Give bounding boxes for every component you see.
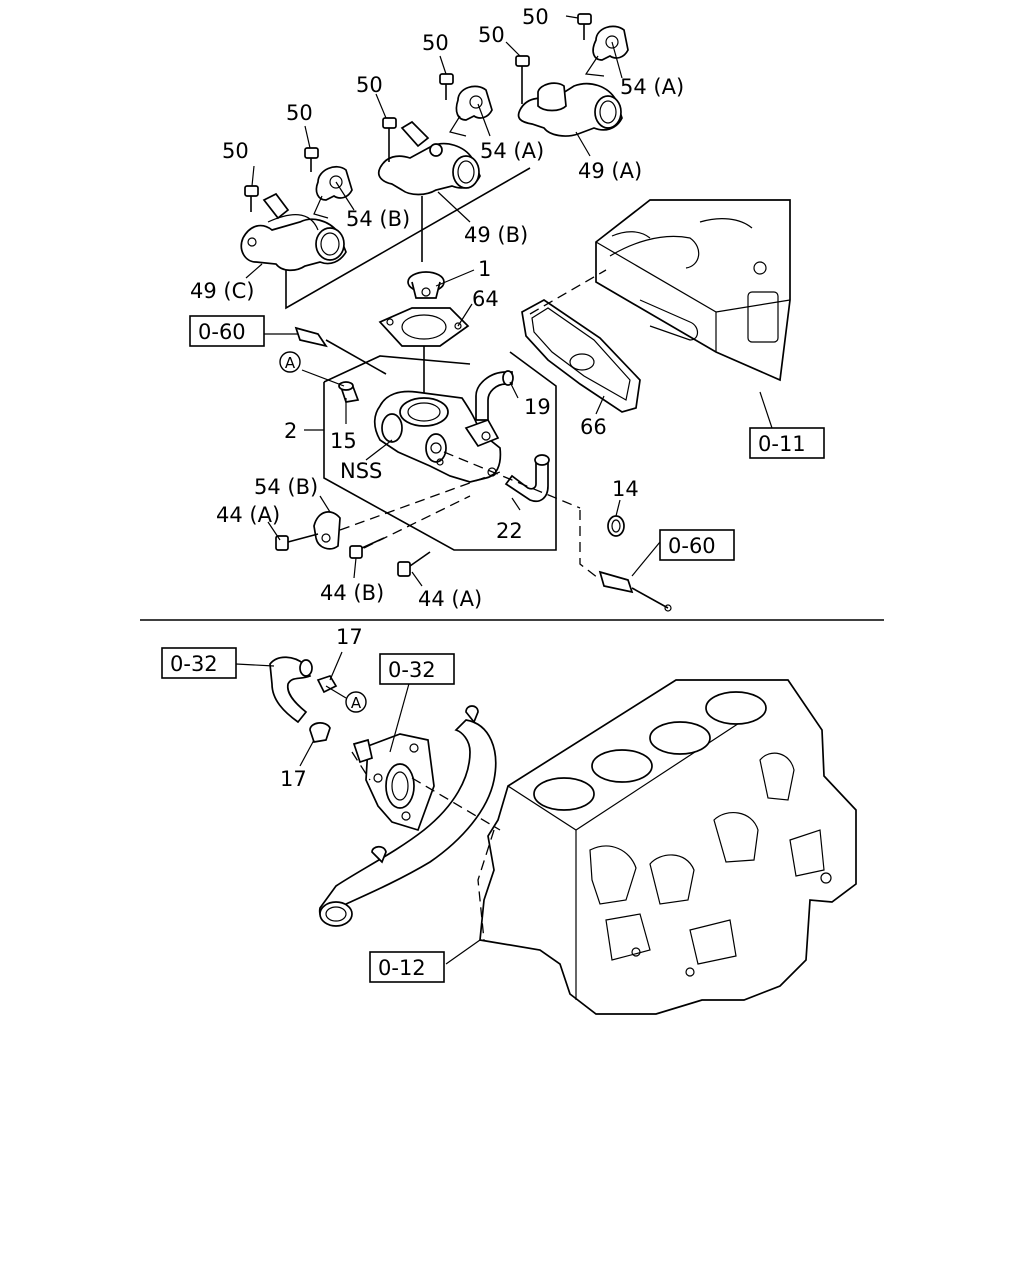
clip-54b-upper (313, 165, 353, 219)
label-54b-1: 54 (B) (346, 207, 410, 231)
clip-54a-left (449, 85, 493, 137)
plug-15 (338, 381, 360, 403)
label-54b-2: 54 (B) (254, 475, 318, 499)
label-66: 66 (580, 415, 607, 439)
water-outlet-49a (517, 82, 623, 137)
label-15: 15 (330, 429, 357, 453)
sensor-upper (294, 326, 387, 375)
housing-frame (323, 351, 557, 551)
water-outlet-49b (377, 120, 481, 196)
svg-text:A: A (351, 694, 362, 712)
water-outlet-49c (240, 192, 347, 272)
gasket-64 (378, 307, 470, 347)
gasket-66 (521, 299, 641, 413)
label-19: 19 (524, 395, 551, 419)
ref-box-0-32-left: 0-32 (161, 647, 237, 679)
label-nss: NSS (340, 459, 382, 483)
circle-marker-a-lower: A (345, 691, 367, 713)
clip-54a-right (584, 25, 629, 77)
ref-box-0-32-right: 0-32 (379, 653, 455, 685)
bolt-44a-left (275, 533, 319, 551)
pipe-22 (504, 454, 550, 503)
label-50-1: 50 (222, 139, 249, 163)
pipe-19 (475, 370, 514, 421)
bolt-44a-right (397, 551, 431, 577)
svg-text:0-32: 0-32 (388, 658, 436, 682)
cylinder-head (595, 199, 791, 382)
label-44a-2: 44 (A) (418, 587, 482, 611)
clip-54b-lower (313, 511, 341, 550)
svg-text:0-32: 0-32 (170, 652, 218, 676)
svg-text:A: A (285, 354, 296, 372)
thermostat-1 (407, 271, 445, 299)
label-1: 1 (478, 257, 491, 281)
bolt-50-a (244, 185, 259, 212)
water-inlet-pipe (318, 705, 497, 927)
svg-text:0-60: 0-60 (668, 534, 716, 558)
label-50-3: 50 (356, 73, 383, 97)
callout-labels: 50 50 50 50 50 50 54 (A) 54 (A) 54 (B) 4… (190, 5, 684, 791)
bolt-50-e (515, 55, 530, 104)
bolt-50-f (577, 13, 592, 40)
ref-box-0-60-upper: 0-60 (189, 315, 265, 347)
sensor-lower (598, 570, 672, 612)
label-54a-2: 54 (A) (480, 139, 544, 163)
ref-box-0-11: 0-11 (749, 427, 825, 459)
bolt-50-c (382, 117, 397, 162)
svg-text:0-11: 0-11 (758, 432, 806, 456)
coolant-hose (269, 656, 313, 724)
label-44b: 44 (B) (320, 581, 384, 605)
label-17-2: 17 (280, 767, 307, 791)
bolt-50-b (304, 147, 319, 172)
fitting-14 (607, 515, 625, 537)
label-49b: 49 (B) (464, 223, 528, 247)
ref-box-0-12: 0-12 (369, 951, 445, 983)
circle-marker-a-upper: A (279, 351, 301, 373)
clamp-17-lower (309, 722, 331, 743)
label-50-5: 50 (478, 23, 505, 47)
label-17-1: 17 (336, 625, 363, 649)
label-2: 2 (284, 419, 297, 443)
label-22: 22 (496, 519, 523, 543)
label-54a-1: 54 (A) (620, 75, 684, 99)
water-pump-body (352, 733, 435, 832)
clamp-17-upper (316, 674, 338, 694)
label-50-2: 50 (286, 101, 313, 125)
thermostat-housing-2 (373, 390, 502, 483)
label-44a-1: 44 (A) (216, 503, 280, 527)
label-50-4: 50 (422, 31, 449, 55)
cylinder-block (479, 679, 857, 1015)
label-14: 14 (612, 477, 639, 501)
label-64: 64 (472, 287, 499, 311)
ref-box-0-60-lower: 0-60 (659, 529, 735, 561)
svg-text:0-60: 0-60 (198, 320, 246, 344)
label-50-6: 50 (522, 5, 549, 29)
svg-text:0-12: 0-12 (378, 956, 426, 980)
bolt-50-d (439, 73, 454, 100)
label-49c: 49 (C) (190, 279, 254, 303)
label-49a: 49 (A) (578, 159, 642, 183)
